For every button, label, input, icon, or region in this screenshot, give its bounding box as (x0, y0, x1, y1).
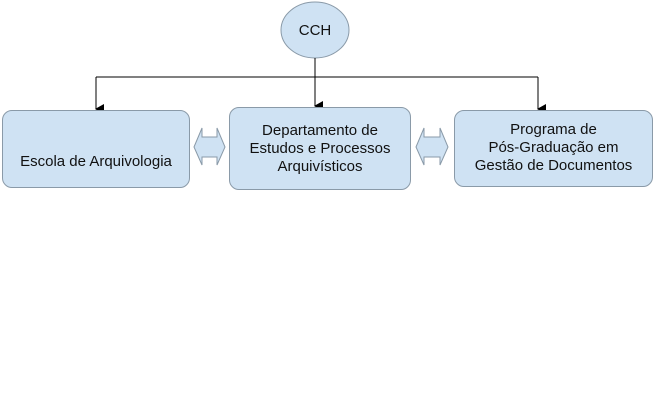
node-label-line: Pós-Graduação em (488, 139, 619, 156)
node-label-line: Estudos e Processos (249, 139, 391, 157)
node-escola-de-arquivologia: Escola de Arquivologia (2, 110, 190, 188)
node-departamento: Departamento de Estudos e Processos Arqu… (229, 107, 411, 190)
node-label-line: Departamento de (262, 121, 378, 139)
node-label-line: Programa de (510, 121, 597, 138)
root-node: CCH (281, 2, 349, 58)
root-label: CCH (298, 21, 332, 39)
node-label: Escola de Arquivologia (20, 153, 172, 170)
node-programa-pos-graduacao: Programa de Pós-Graduação em Gestão de D… (454, 110, 653, 187)
node-label-line: Arquivísticos (277, 157, 363, 175)
double-arrow-left (193, 127, 226, 166)
double-arrow-right (415, 127, 449, 166)
node-label-line: Gestão de Documentos (474, 157, 633, 174)
